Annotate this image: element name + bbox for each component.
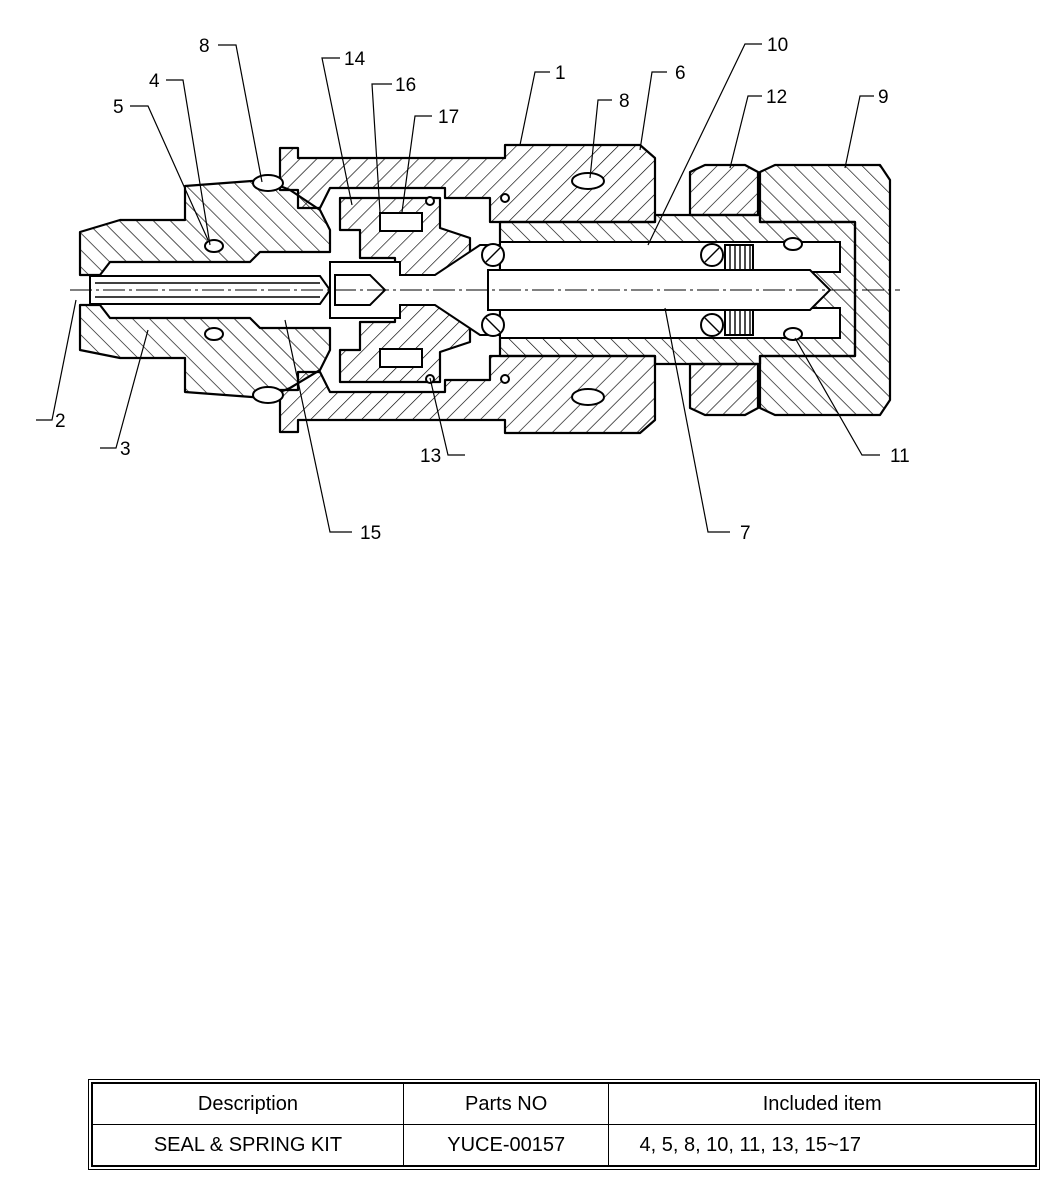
cell-included-item: 4, 5, 8, 10, 11, 13, 15~17 [608, 1124, 1037, 1167]
callout-9: 9 [878, 87, 889, 108]
leader-lines [36, 43, 880, 533]
adapter-part-3 [78, 178, 332, 400]
nut-part-12 [688, 163, 760, 417]
callout-10: 10 [767, 35, 788, 56]
callout-13: 13 [420, 446, 441, 467]
callout-16: 16 [395, 75, 416, 96]
callout-8-right: 8 [619, 91, 630, 112]
callout-12: 12 [766, 87, 787, 108]
ball-elements [481, 243, 724, 337]
seal-rings [204, 172, 803, 406]
callout-2: 2 [55, 411, 66, 432]
table-header-row: Description Parts NO Included item [91, 1082, 1037, 1125]
callout-labels: 1 2 3 4 5 6 7 8 8 9 10 11 12 13 14 15 16… [55, 35, 910, 544]
valve-cross-section-drawing: 1 2 3 4 5 6 7 8 8 9 10 11 12 13 14 15 16… [36, 35, 910, 544]
cell-description: SEAL & SPRING KIT [91, 1124, 404, 1167]
parts-table: Description Parts NO Included item SEAL … [88, 1079, 1040, 1170]
table-row: SEAL & SPRING KIT YUCE-00157 4, 5, 8, 10… [91, 1124, 1037, 1167]
callout-8-left: 8 [199, 36, 210, 57]
nut-part-9 [758, 163, 892, 417]
header-parts-no: Parts NO [402, 1082, 610, 1125]
header-included-item: Included item [608, 1082, 1037, 1125]
socket-part-6 [498, 213, 857, 366]
callout-17: 17 [438, 107, 459, 128]
callout-4: 4 [149, 71, 160, 92]
callout-15: 15 [360, 523, 381, 544]
callout-14: 14 [344, 49, 366, 70]
callout-1: 1 [555, 63, 566, 84]
spring-part-10 [724, 244, 754, 336]
callout-11: 11 [890, 446, 910, 467]
header-description: Description [91, 1082, 404, 1125]
callout-5: 5 [113, 97, 124, 118]
callout-7: 7 [740, 523, 751, 544]
cell-parts-no: YUCE-00157 [402, 1124, 610, 1167]
callout-6: 6 [675, 63, 686, 84]
callout-3: 3 [120, 439, 131, 460]
